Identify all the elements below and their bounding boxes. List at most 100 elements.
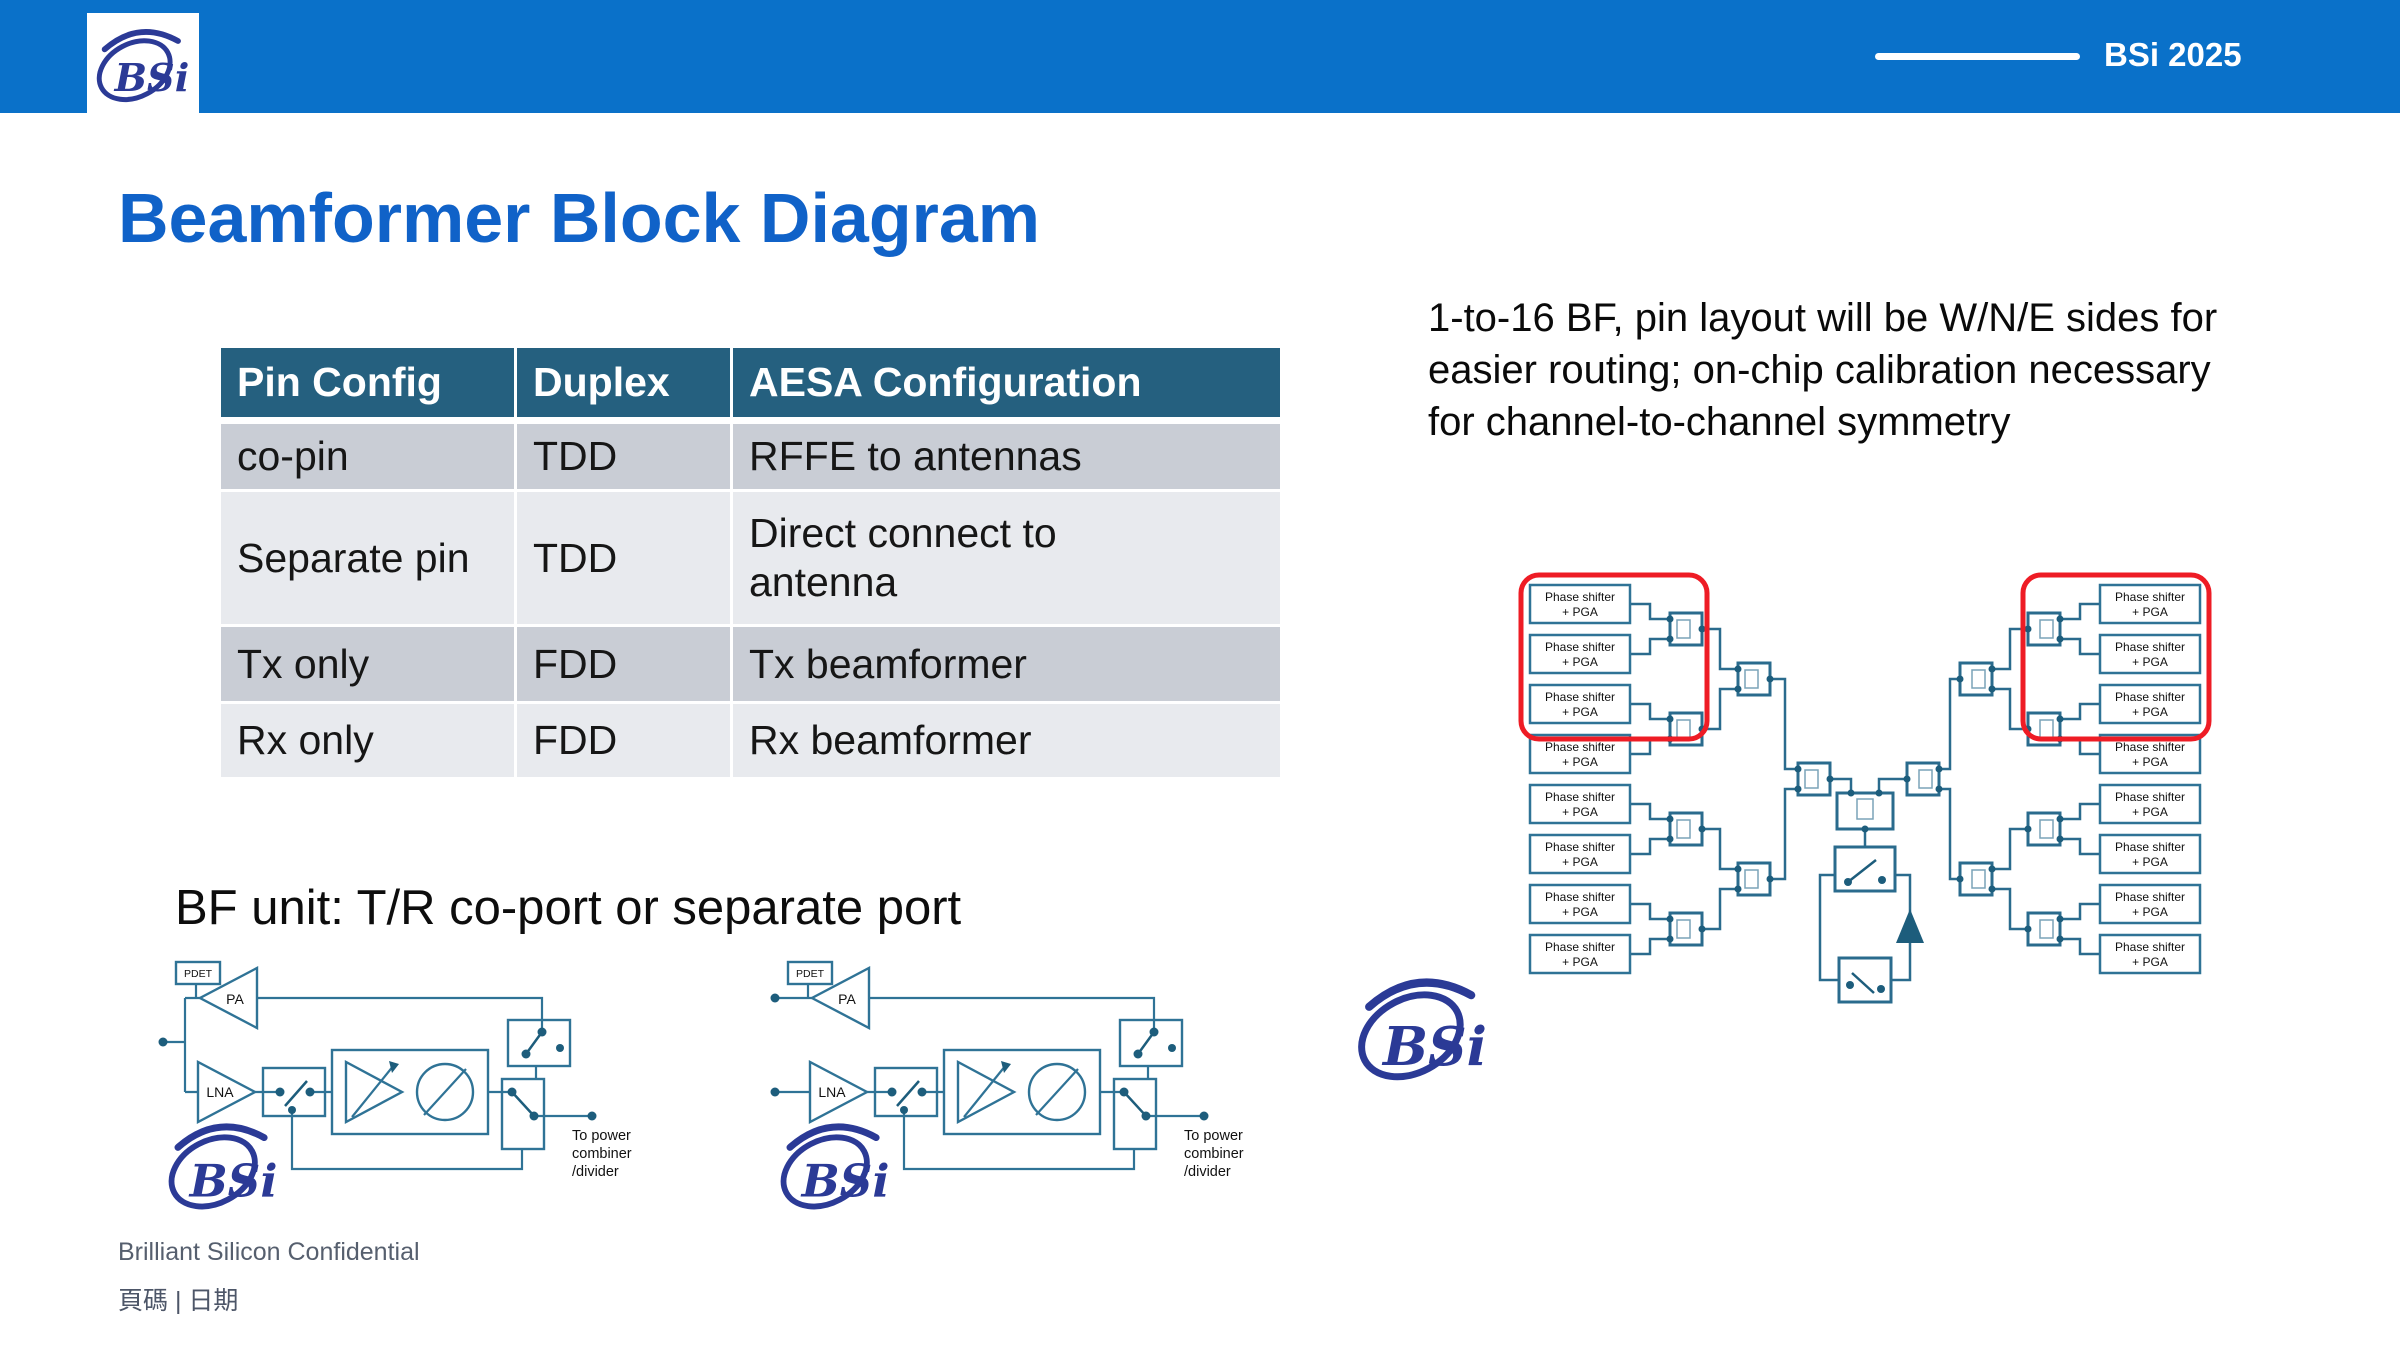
bsi-logo: BSi — [168, 1123, 278, 1210]
pa-label: PA — [226, 991, 244, 1007]
bf-unit-heading: BF unit: T/R co-port or separate port — [175, 881, 962, 935]
phase-shifter-block: Phase shifter+ PGA — [2098, 683, 2202, 725]
svg-text:+ PGA: + PGA — [1562, 855, 1598, 869]
highlight-box-right — [2020, 572, 2212, 742]
phase-shifter-block: Phase shifter+ PGA — [2098, 883, 2202, 925]
header-banner-label: BSi 2025 — [2104, 36, 2242, 73]
svg-text:Phase shifter: Phase shifter — [2115, 790, 2185, 804]
phase-shifter-block: Phase shifter+ PGA — [2098, 783, 2202, 825]
svg-text:BSi: BSi — [188, 1154, 278, 1207]
svg-text:Phase shifter: Phase shifter — [2115, 690, 2185, 704]
cell-pin-config: Tx only — [218, 624, 517, 704]
phase-shifter-block: Phase shifter+ PGA — [1528, 683, 1632, 725]
svg-text:+ PGA: + PGA — [2132, 905, 2168, 919]
svg-text:+ PGA: + PGA — [1562, 705, 1598, 719]
svg-text:Phase shifter: Phase shifter — [2115, 890, 2185, 904]
pa-amplifier-icon — [809, 966, 871, 1030]
phase-shifter-block: Phase shifter+ PGA — [2098, 633, 2202, 675]
svg-text:+ PGA: + PGA — [2132, 855, 2168, 869]
svg-text:+ PGA: + PGA — [2132, 705, 2168, 719]
tr-switch-box — [506, 1018, 572, 1068]
phase-shifter-block: Phase shifter+ PGA — [1528, 933, 1632, 975]
col-header-aesa: AESA Configuration — [730, 345, 1283, 424]
cell-aesa: Rx beamformer — [730, 701, 1283, 780]
svg-text:BSi: BSi — [800, 1154, 890, 1207]
bsi-logo: BSi — [780, 1123, 890, 1210]
phase-shifter-block: Phase shifter+ PGA — [1528, 633, 1632, 675]
bsi-watermark: BSi — [1350, 972, 1495, 1088]
svg-text:Phase shifter: Phase shifter — [2115, 840, 2185, 854]
svg-text:+ PGA: + PGA — [1562, 755, 1598, 769]
table-row: Tx only FDD Tx beamformer — [218, 624, 1283, 704]
cell-duplex: TDD — [514, 419, 733, 492]
svg-text:BSi: BSi — [1381, 1015, 1487, 1078]
vga-icon — [344, 1059, 405, 1125]
switch-box-1 — [261, 1066, 327, 1118]
svg-text:+ PGA: + PGA — [1562, 655, 1598, 669]
svg-text:+ PGA: + PGA — [2132, 605, 2168, 619]
highlight-box-left — [1518, 572, 1710, 742]
svg-text:+ PGA: + PGA — [2132, 955, 2168, 969]
bf-unit-circuit-separate-port: PDET PA LNA To power combiner /divider B… — [770, 960, 1244, 1210]
phase-shifter-block: Phase shifter+ PGA — [1528, 783, 1632, 825]
svg-text:/divider: /divider — [572, 1164, 619, 1180]
logo-box: BSi — [87, 13, 199, 119]
svg-text:+ PGA: + PGA — [2132, 655, 2168, 669]
bsi-logo-text: BSi — [114, 56, 190, 101]
cell-aesa: Direct connect to antenna — [730, 489, 1283, 627]
tx-port-dot — [770, 993, 780, 1003]
header-divider-line — [1875, 53, 2080, 60]
svg-text:Phase shifter: Phase shifter — [1545, 840, 1615, 854]
footer-page-date: 頁碼 | 日期 — [118, 1287, 239, 1315]
pa-label: PA — [838, 991, 856, 1007]
pdet-box — [174, 960, 222, 986]
cell-duplex: TDD — [514, 489, 733, 627]
phase-block-label-line1: Phase shifter — [1545, 590, 1615, 604]
final-combiner — [1835, 789, 1895, 833]
cell-pin-config: Rx only — [218, 701, 517, 780]
table-row: Rx only FDD Rx beamformer — [218, 701, 1283, 780]
rx-port-dot — [770, 1087, 780, 1097]
svg-text:+ PGA: + PGA — [1562, 805, 1598, 819]
svg-text:+ PGA: + PGA — [1562, 955, 1598, 969]
output-switch-box — [1112, 1077, 1158, 1151]
svg-text:combiner: combiner — [572, 1146, 632, 1162]
cell-aesa: Tx beamformer — [730, 624, 1283, 704]
lna-label: LNA — [818, 1084, 846, 1100]
bf-unit-circuit-coport: PDET PA LNA To power combiner /divider B… — [158, 960, 632, 1210]
vga-icon — [956, 1059, 1017, 1125]
shared-port-dot — [158, 1037, 168, 1047]
svg-text:+ PGA: + PGA — [1562, 905, 1598, 919]
col-header-duplex: Duplex — [514, 345, 733, 424]
phase-shifter-block: Phase shifter+ PGA — [2098, 833, 2202, 875]
tree-wires — [1630, 602, 2100, 982]
svg-text:+ PGA: + PGA — [2132, 805, 2168, 819]
lna-amplifier-icon — [196, 1060, 258, 1124]
svg-text:Phase shifter: Phase shifter — [1545, 740, 1615, 754]
footer-confidential: Brilliant Silicon Confidential — [118, 1238, 420, 1266]
svg-text:Phase shifter: Phase shifter — [1545, 890, 1615, 904]
amplifier-icon — [1896, 909, 1924, 943]
cell-pin-config: co-pin — [218, 419, 517, 492]
output-label: To power — [1184, 1128, 1243, 1144]
svg-text:combiner: combiner — [1184, 1146, 1244, 1162]
phase-shifter-icon — [1027, 1062, 1087, 1122]
phase-shifter-block: Phase shifter+ PGA — [2098, 933, 2202, 975]
cell-aesa: RFFE to antennas — [730, 419, 1283, 492]
lna-label: LNA — [206, 1084, 234, 1100]
phase-shifter-block: Phase shifter+ PGA — [1528, 833, 1632, 875]
cell-duplex: FDD — [514, 624, 733, 704]
svg-text:Phase shifter: Phase shifter — [2115, 740, 2185, 754]
pa-amplifier-icon — [197, 966, 259, 1030]
tr-switch-box — [1118, 1018, 1184, 1068]
output-port-dot — [587, 1111, 597, 1121]
output-label: To power — [572, 1128, 631, 1144]
tr-switch-top — [1833, 845, 1897, 893]
page-title: Beamformer Block Diagram — [118, 179, 1040, 257]
svg-text:Phase shifter: Phase shifter — [1545, 690, 1615, 704]
table-row: co-pin TDD RFFE to antennas — [218, 419, 1283, 492]
col-header-pin-config: Pin Config — [218, 345, 517, 424]
svg-text:+ PGA: + PGA — [2132, 755, 2168, 769]
vga-phase-box — [942, 1048, 1102, 1136]
pdet-label: PDET — [796, 968, 825, 980]
